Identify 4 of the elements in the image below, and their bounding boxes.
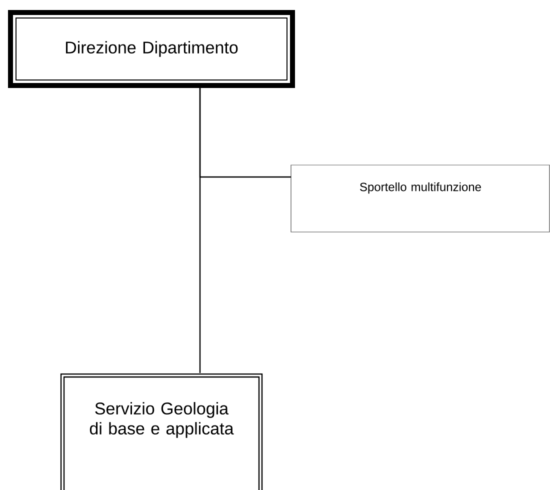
org-box: Servizio Geologia di base e applicata	[60, 373, 263, 490]
org-box: Direzione Dipartimento	[8, 10, 295, 88]
org-box: Sportello multifunzione	[290, 164, 550, 232]
connector-line	[199, 88, 291, 178]
